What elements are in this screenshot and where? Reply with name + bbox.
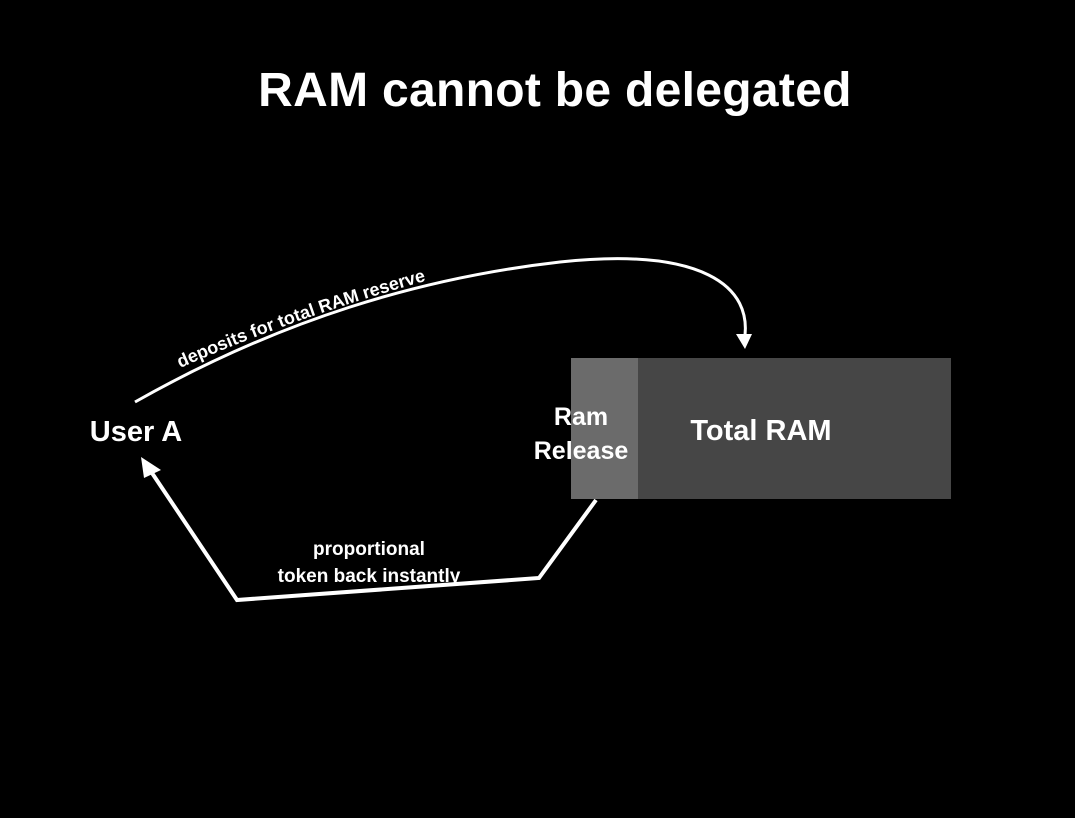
deposit-arrowhead <box>736 334 752 349</box>
deposit-label: deposits for total RAM reserve <box>174 265 427 371</box>
total-ram-label: Total RAM <box>690 415 831 447</box>
ram-release-block <box>571 358 638 499</box>
user-a-label: User A <box>90 416 182 448</box>
return-arrow <box>148 468 598 603</box>
ram-release-label-line1: Ram <box>554 403 608 431</box>
deposit-arrow <box>134 257 747 404</box>
deposit-label-text: deposits for total RAM reserve <box>174 265 427 371</box>
total-ram-block <box>638 358 951 499</box>
return-arrowhead <box>141 457 161 478</box>
ram-release-label-line2: Release <box>534 437 629 465</box>
return-label-line1: proportional <box>313 539 425 560</box>
slide-title: RAM cannot be delegated <box>258 64 852 117</box>
return-label-line2: token back instantly <box>278 566 461 587</box>
